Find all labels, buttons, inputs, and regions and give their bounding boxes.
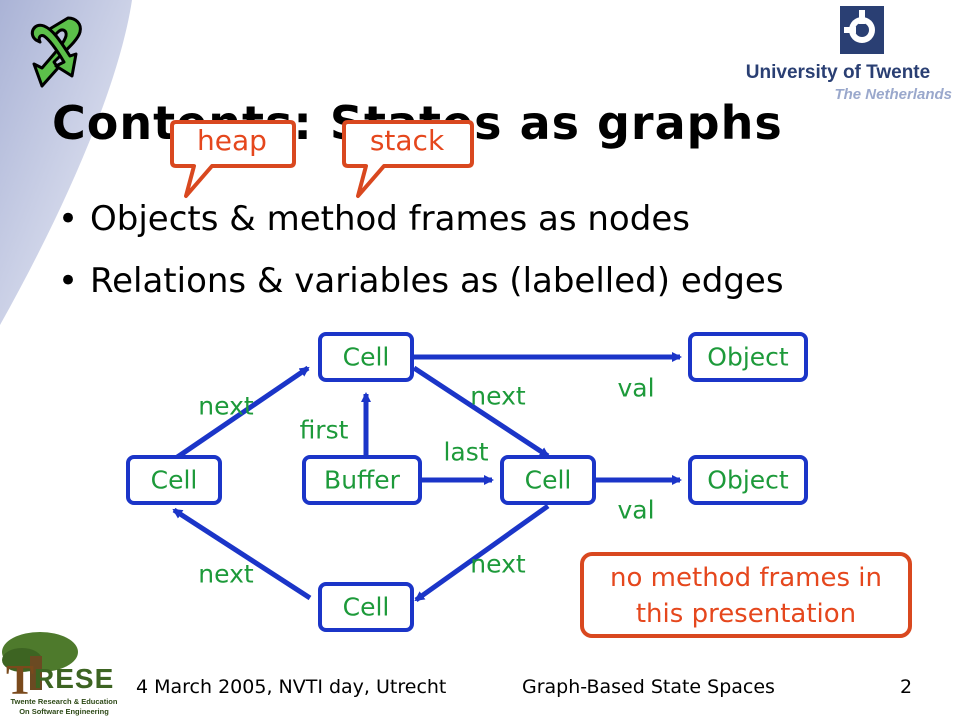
edge-label-next-bottom-right: next (470, 550, 526, 579)
stack-callout-label: stack (369, 124, 445, 157)
page-number: 2 (900, 676, 913, 698)
node-label: Cell (525, 466, 572, 495)
node-object-mid: Object (688, 455, 808, 505)
green-arrow-logo-icon (30, 16, 82, 88)
stack-callout: stack (340, 120, 474, 202)
node-label: Buffer (324, 466, 401, 495)
node-cell-bottom: Cell (318, 582, 414, 632)
node-object-top: Object (688, 332, 808, 382)
university-country: The Netherlands (834, 86, 952, 103)
edge-label-last: last (443, 438, 488, 467)
bullet-text: Relations & variables as (labelled) edge… (90, 261, 784, 301)
edge-next-left-up (174, 365, 310, 461)
trese-letter-t: T (6, 658, 34, 704)
node-cell-left: Cell (126, 455, 222, 505)
trese-tree-logo-icon: T RESE Twente Research & Education On So… (2, 632, 118, 716)
node-label: Cell (151, 466, 198, 495)
bullet-item: • Relations & variables as (labelled) ed… (58, 250, 784, 312)
university-twente-logo-icon (840, 6, 884, 54)
university-name: University of Twente (745, 62, 931, 83)
edge-label-val-top: val (617, 374, 654, 403)
bullet-text: Objects & method frames as nodes (90, 199, 690, 239)
edge-label-val-mid: val (617, 496, 654, 525)
trese-letters: RESE (34, 663, 114, 694)
node-label: Object (707, 466, 789, 495)
edge-label-next-bottom-left: next (198, 560, 254, 589)
edge-label-first: first (300, 416, 349, 445)
trese-subtitle-2: On Software Engineering (19, 707, 109, 716)
bullet-dot-icon: • (58, 199, 79, 239)
bullet-dot-icon: • (58, 261, 79, 301)
corner-swoosh-decoration (0, 0, 132, 325)
node-buffer: Buffer (302, 455, 422, 505)
footer-date-location: 4 March 2005, NVTI day, Utrecht (136, 676, 447, 698)
node-cell-top: Cell (318, 332, 414, 382)
edge-next-top-right (412, 365, 550, 459)
node-label: Cell (343, 343, 390, 372)
bullet-item: • Objects & method frames as nodes (58, 188, 784, 250)
method-frames-note: no method frames in this presentation (580, 552, 912, 638)
heap-callout-label: heap (197, 124, 267, 157)
node-cell-mid: Cell (500, 455, 596, 505)
edge-next-bottom-left (172, 507, 312, 601)
edge-next-bottom-right (414, 503, 550, 603)
node-label: Cell (343, 593, 390, 622)
bullet-list: • Objects & method frames as nodes • Rel… (58, 188, 784, 312)
trese-subtitle-1: Twente Research & Education (11, 697, 118, 706)
footer-title: Graph-Based State Spaces (522, 676, 775, 698)
note-line-1: no method frames in (610, 563, 882, 593)
node-label: Object (707, 343, 789, 372)
heap-callout: heap (168, 120, 296, 202)
edge-label-next-top-right: next (470, 382, 526, 411)
note-line-2: this presentation (635, 599, 857, 629)
edge-label-next-left-up: next (198, 392, 254, 421)
